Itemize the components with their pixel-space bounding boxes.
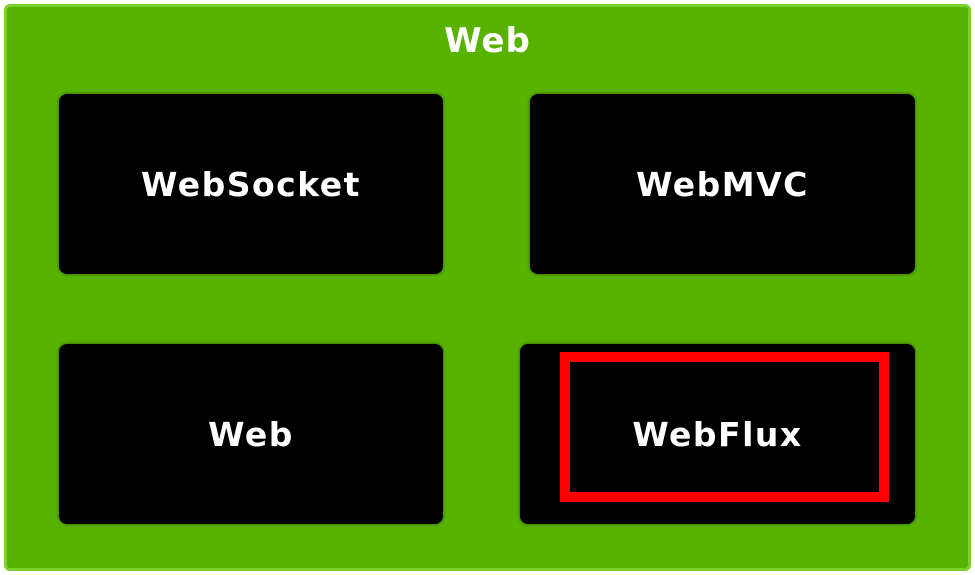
- module-web: Web: [59, 344, 443, 524]
- module-label: WebSocket: [141, 164, 361, 204]
- module-label: WebMVC: [636, 164, 809, 204]
- module-webmvc: WebMVC: [530, 94, 915, 274]
- module-label: Web: [208, 414, 294, 454]
- container-title: Web: [444, 21, 531, 61]
- web-container: Web WebSocket WebMVC Web WebFlux: [4, 4, 971, 571]
- module-label: WebFlux: [632, 414, 803, 454]
- module-webflux: WebFlux: [520, 344, 915, 524]
- module-websocket: WebSocket: [59, 94, 443, 274]
